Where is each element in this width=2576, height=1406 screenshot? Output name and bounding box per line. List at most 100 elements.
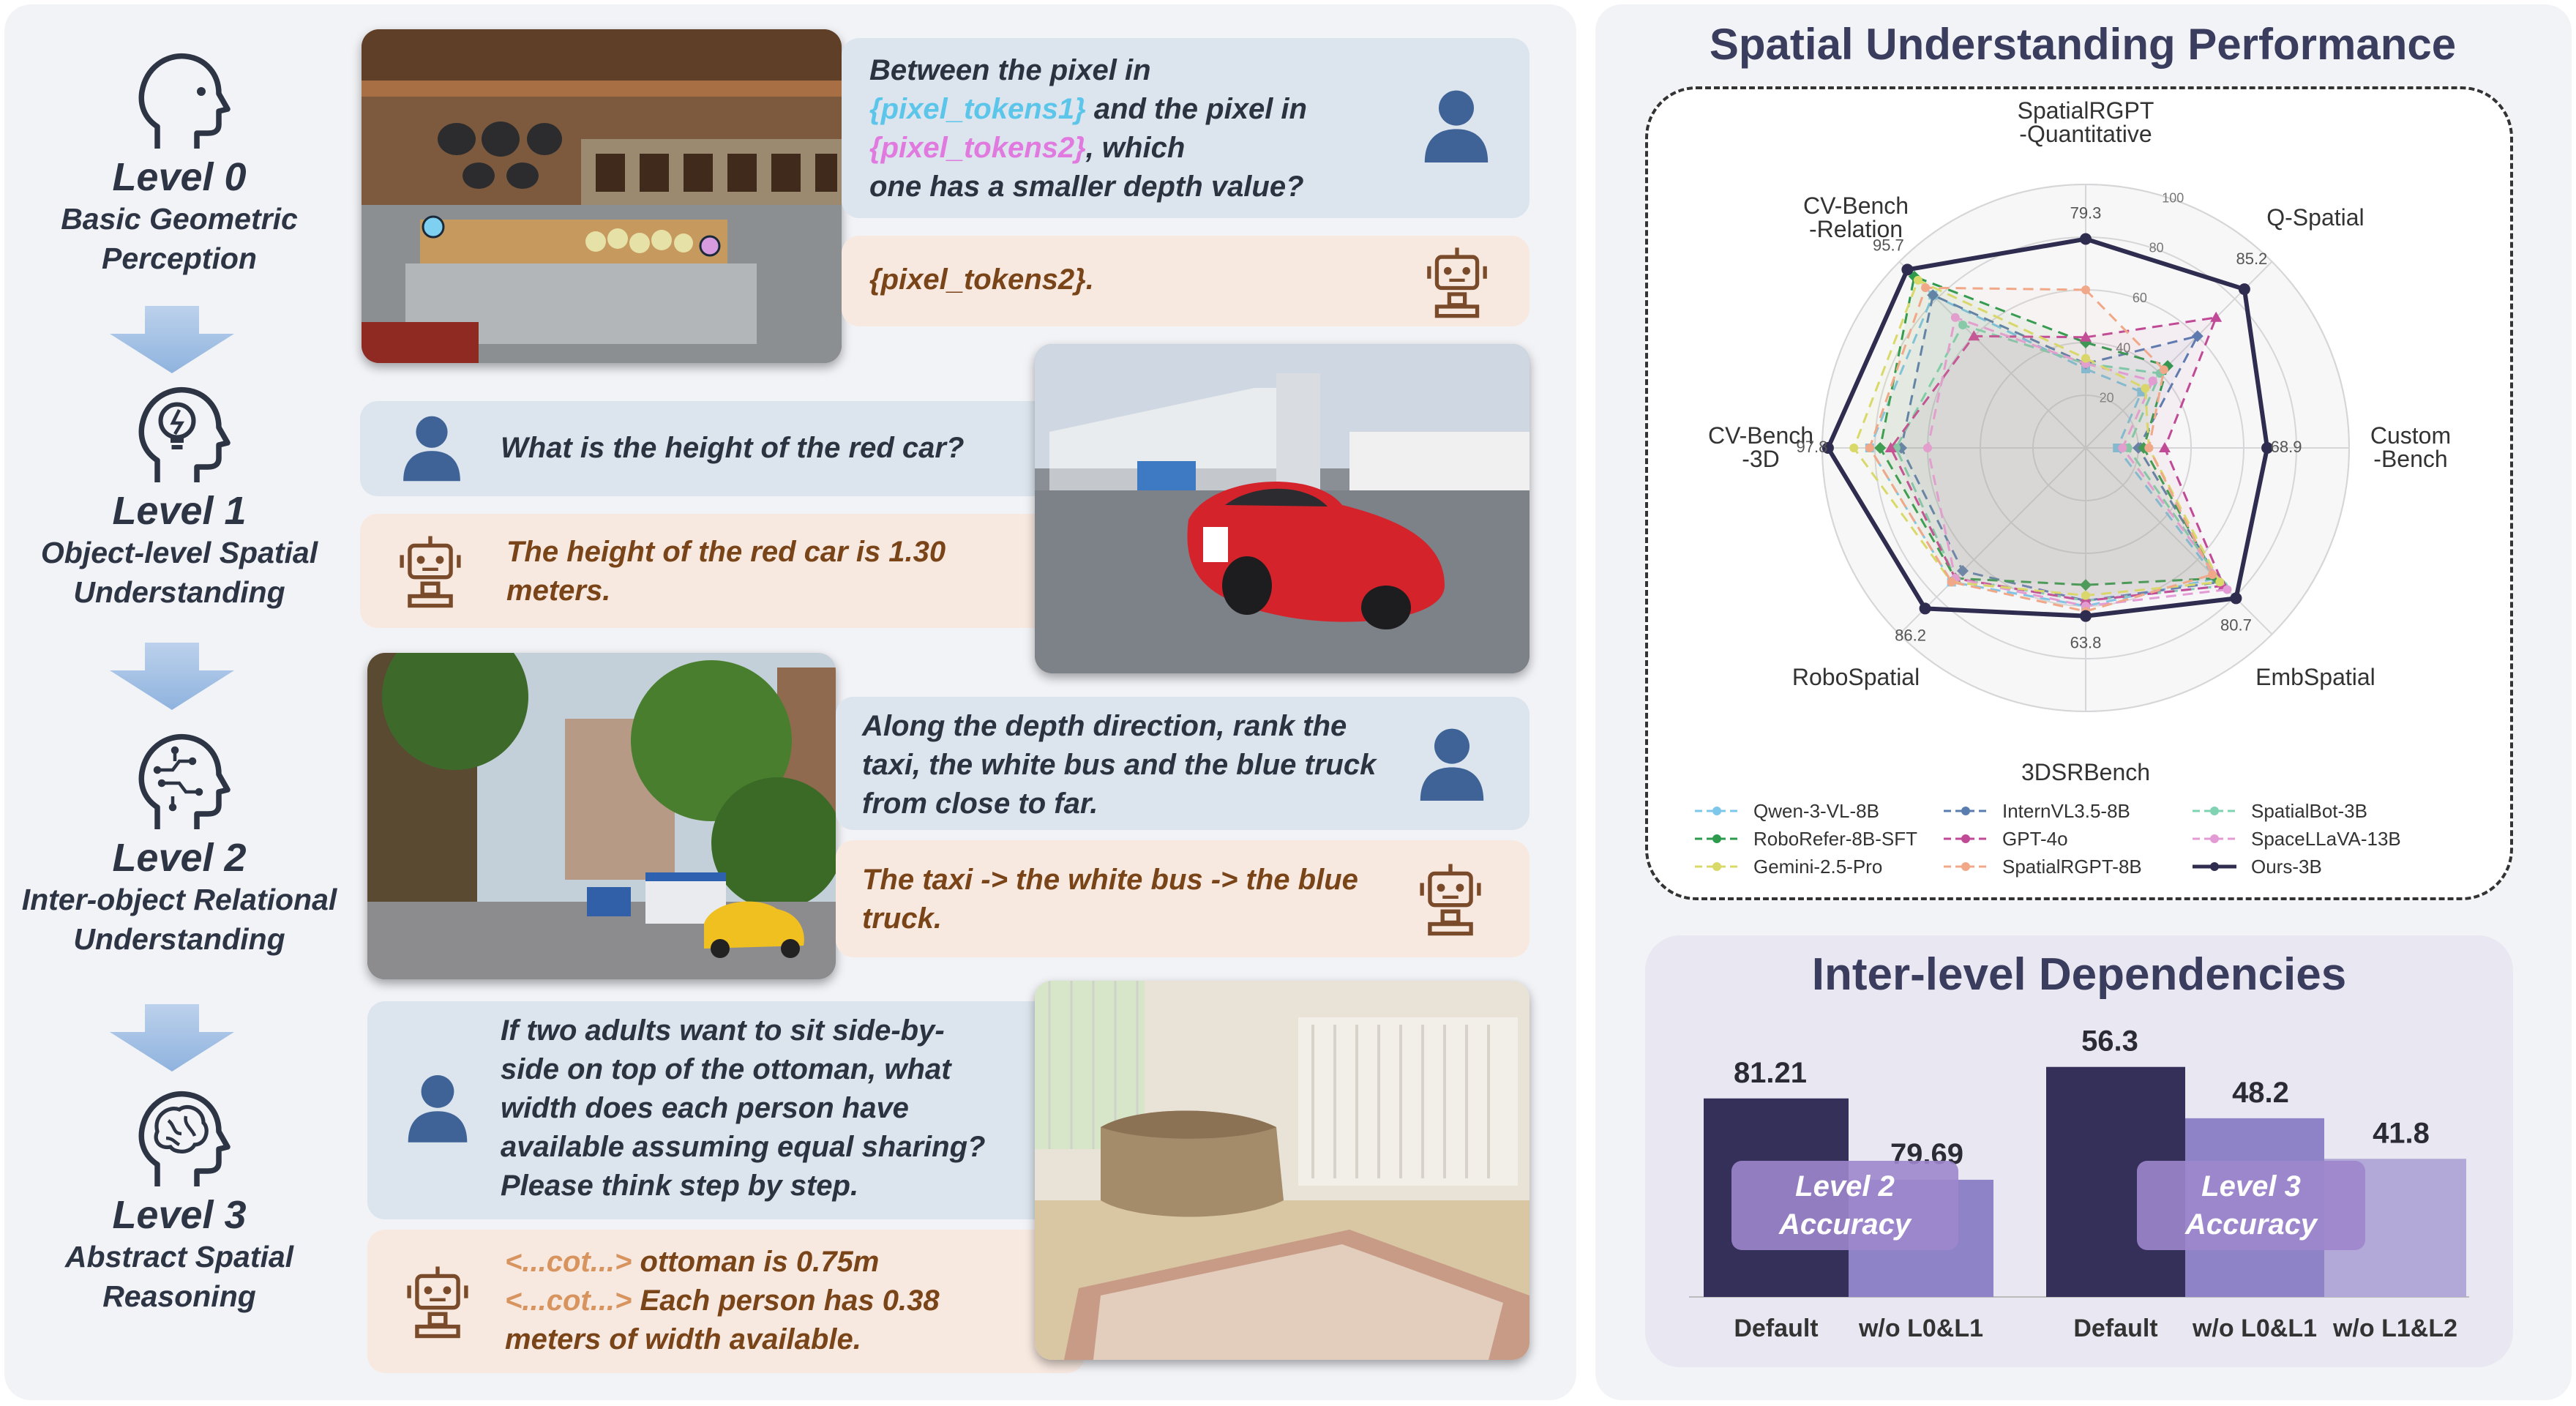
text-span: If two adults want to sit side-by- bbox=[501, 1014, 945, 1047]
down-arrow-icon bbox=[110, 1004, 234, 1072]
radar-data-point bbox=[2208, 570, 2217, 580]
radar-data-point bbox=[1874, 442, 1887, 454]
bar-category-label: Default bbox=[2073, 1315, 2157, 1342]
text-span: Along the depth direction, rank the bbox=[862, 710, 1347, 742]
radar-axis-label: -Bench bbox=[2373, 446, 2447, 472]
text-span: taxi, the white bus and the blue truck bbox=[862, 749, 1377, 781]
radar-tick-label: 100 bbox=[2162, 190, 2184, 205]
radar-data-point bbox=[2210, 311, 2223, 322]
accuracy-badge bbox=[2137, 1161, 2365, 1250]
radar-tick-label: 60 bbox=[2133, 291, 2147, 305]
legend-label: Gemini-2.5-Pro bbox=[1753, 856, 1882, 878]
radar-axis-label: CV-Bench bbox=[1803, 192, 1909, 219]
pixel-marker-2 bbox=[699, 235, 721, 257]
radar-axis-label: Custom bbox=[2370, 422, 2451, 449]
text-span: The taxi -> the white bus -> the blue bbox=[862, 864, 1358, 896]
robot-icon bbox=[1427, 247, 1487, 318]
question-text: Between the pixel in{pixel_tokens1} and … bbox=[869, 51, 1307, 206]
radar-value-label: 86.2 bbox=[1895, 626, 1926, 644]
head-outline-icon bbox=[138, 53, 231, 149]
radar-data-point bbox=[2159, 365, 2168, 375]
text-span: <...cot...> bbox=[505, 1246, 632, 1278]
level-subtitle-line: Inter-object Relational bbox=[21, 883, 337, 916]
dependency-title: Inter-level Dependencies bbox=[1811, 949, 2347, 1000]
answer-bubble: The height of the red car is 1.30 meters. bbox=[360, 514, 1063, 628]
legend-marker bbox=[1961, 807, 1970, 815]
radar-data-point bbox=[1884, 442, 1897, 452]
radar-spoke bbox=[2085, 447, 2273, 635]
robot-icon bbox=[407, 1266, 468, 1339]
text-line: width does each person have bbox=[501, 1089, 985, 1128]
red-car-photo bbox=[1035, 344, 1530, 673]
legend-marker bbox=[2210, 862, 2219, 871]
text-span: meters. bbox=[506, 575, 611, 607]
radar-data-point bbox=[2081, 591, 2090, 600]
radar-data-point bbox=[2080, 610, 2092, 622]
radar-value-label: 68.9 bbox=[2271, 438, 2302, 456]
question-bubble: What is the height of the red car? bbox=[360, 401, 1063, 496]
bar-value-label: 56.3 bbox=[2081, 1025, 2138, 1058]
radar-tick-label: 80 bbox=[2149, 241, 2164, 255]
radar-data-point bbox=[2230, 592, 2242, 605]
question-bubble: Between the pixel in{pixel_tokens1} and … bbox=[842, 38, 1530, 218]
level-1: Level 1 Object-level Spatial Understandi… bbox=[0, 379, 359, 612]
text-span: from close to far. bbox=[862, 788, 1098, 820]
down-arrow-icon bbox=[110, 306, 234, 373]
radar-data-point bbox=[2148, 376, 2157, 386]
legend-label: Qwen-3-VL-8B bbox=[1753, 800, 1879, 822]
level-title: Level 3 bbox=[112, 1193, 247, 1237]
level-0: Level 0 Basic Geometric Perception bbox=[0, 45, 359, 278]
text-span: {pixel_tokens2} bbox=[869, 132, 1086, 164]
question-text: If two adults want to sit side-by-side o… bbox=[501, 1012, 985, 1205]
radar-data-point bbox=[2261, 442, 2274, 454]
text-span: Each person has 0.38 bbox=[632, 1285, 940, 1317]
radar-value-label: 79.3 bbox=[2070, 204, 2102, 223]
radar-axis-label: SpatialRGPT bbox=[2018, 97, 2154, 124]
answer-bubble: {pixel_tokens2}. bbox=[842, 236, 1530, 326]
text-span: ottoman is 0.75m bbox=[632, 1246, 880, 1278]
radar-data-point bbox=[2080, 233, 2092, 245]
question-bubble: Along the depth direction, rank the taxi,… bbox=[836, 697, 1530, 830]
question-text: Along the depth direction, rank the taxi,… bbox=[862, 707, 1376, 823]
text-line: one has a smaller depth value? bbox=[869, 168, 1307, 206]
radar-data-point bbox=[1901, 263, 1914, 276]
radar-tick-label: 20 bbox=[2100, 391, 2114, 405]
level-2: Level 2 Inter-object Relational Understa… bbox=[0, 726, 359, 959]
answer-text: <...cot...> ottoman is 0.75m <...cot...> … bbox=[505, 1243, 940, 1359]
radar-title: Spatial Understanding Performance bbox=[1709, 20, 2457, 69]
legend-marker bbox=[1712, 834, 1721, 843]
level-subtitle-line: Abstract Spatial bbox=[64, 1240, 294, 1274]
question-bubble: If two adults want to sit side-by-side o… bbox=[367, 1001, 1085, 1219]
radar-axis-label: Q-Spatial bbox=[2266, 204, 2364, 231]
radar-data-point bbox=[2080, 331, 2092, 342]
text-span: meters of width available. bbox=[505, 1323, 861, 1355]
radar-data-point bbox=[2191, 330, 2204, 343]
text-line: taxi, the white bus and the blue truck bbox=[862, 746, 1376, 785]
bar-value-label: 81.21 bbox=[1734, 1057, 1807, 1089]
radar-data-point bbox=[1821, 442, 1834, 454]
bar-category-label: w/o L0&L1 bbox=[1858, 1315, 1983, 1342]
radar-data-point bbox=[1913, 275, 1922, 285]
radar-data-point bbox=[1919, 602, 1931, 615]
accuracy-badge-label: Accuracy bbox=[1778, 1208, 1912, 1241]
text-line: meters. bbox=[506, 572, 946, 610]
radar-data-point bbox=[1947, 577, 1956, 587]
radar-value-label: 97.8 bbox=[1797, 438, 1828, 456]
legend-marker bbox=[1712, 862, 1721, 871]
robot-icon bbox=[400, 536, 461, 608]
bar-category-label: w/o L0&L1 bbox=[2192, 1315, 2317, 1342]
radar-axis-label: RoboSpatial bbox=[1792, 664, 1920, 690]
text-span: The height of the red car is 1.30 bbox=[506, 536, 946, 568]
text-line: <...cot...> Each person has 0.38 bbox=[505, 1282, 940, 1320]
text-line: The height of the red car is 1.30 bbox=[506, 533, 946, 572]
living-room-photo bbox=[1035, 981, 1530, 1360]
radar-axis-label: -3D bbox=[1742, 446, 1780, 472]
legend-label: RoboRefer-8B-SFT bbox=[1753, 828, 1917, 850]
radar-data-point bbox=[2223, 585, 2232, 594]
text-span: , which bbox=[1085, 132, 1186, 164]
head-brain-icon bbox=[138, 1091, 231, 1186]
legend-label: Ours-3B bbox=[2251, 856, 2322, 878]
radar-data-point bbox=[1950, 313, 1960, 322]
